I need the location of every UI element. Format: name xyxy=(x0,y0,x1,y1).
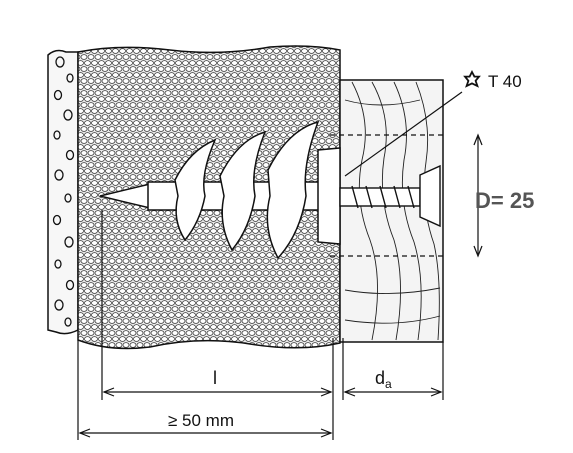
min-length-label: ≥ 50 mm xyxy=(168,411,234,430)
diameter-dimension: D= 25 xyxy=(473,133,534,258)
depth-dimension: da xyxy=(343,368,443,397)
length-label: l xyxy=(213,368,217,388)
min-length-dimension: ≥ 50 mm xyxy=(78,411,333,438)
depth-label-sub: a xyxy=(385,377,392,391)
extension-lines xyxy=(77,210,444,440)
anchor-head xyxy=(317,147,341,245)
anchor-body xyxy=(99,120,341,260)
anchor-flight-1 xyxy=(174,138,217,242)
torx-star-icon xyxy=(463,70,481,88)
depth-label: da xyxy=(375,368,392,391)
drive-annotation: T 40 xyxy=(344,70,522,177)
diameter-guides xyxy=(330,134,445,257)
depth-label-main: d xyxy=(375,368,385,388)
drive-label: T 40 xyxy=(488,72,522,91)
diameter-label: D= 25 xyxy=(475,188,534,213)
anchor-flight-2 xyxy=(219,130,267,252)
anchor-flight-3 xyxy=(266,120,320,260)
plaster-layer xyxy=(47,49,79,335)
length-dimension: l xyxy=(102,368,333,397)
screw xyxy=(339,164,441,228)
screw-head xyxy=(419,164,441,228)
